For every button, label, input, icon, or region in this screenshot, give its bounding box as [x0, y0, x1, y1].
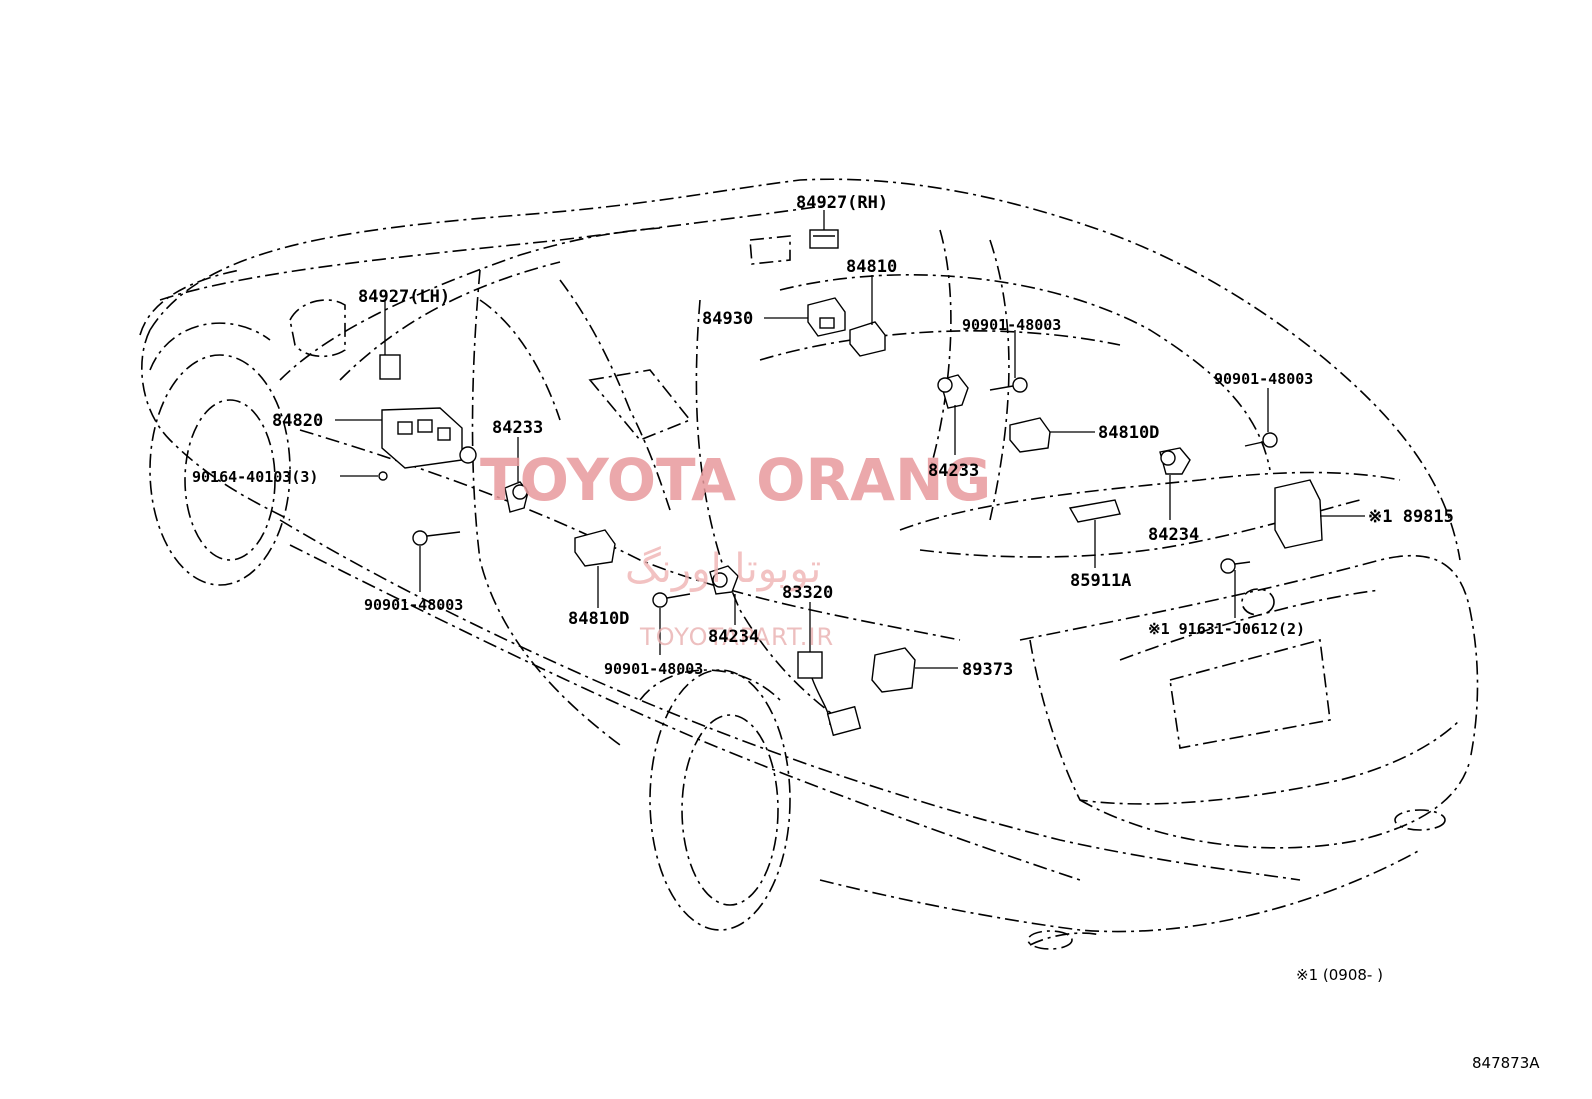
part-85911a [1068, 499, 1121, 523]
callout-84810d-left: 84810D [568, 609, 629, 629]
callout-90901-48003-right: 90901-48003 [962, 316, 1061, 334]
part-84810d-left [574, 529, 616, 567]
part-84810 [849, 321, 886, 357]
part-84233-right [937, 374, 969, 409]
callout-84810d-right: 84810D [1098, 423, 1159, 443]
leader-lines [335, 210, 1365, 669]
callout-91631-j0612: ※1 91631-J0612(2) [1148, 620, 1305, 638]
callout-90901-48003-left: 90901-48003 [364, 596, 463, 614]
part-90901-bolt-left [412, 530, 461, 546]
watermark-persian: تویوتا اورنگ [625, 546, 821, 592]
callout-90901-48003-lower: 90901-48003 [604, 660, 703, 678]
car-body-outline [139, 178, 1479, 950]
callout-84233-left: 84233 [492, 418, 543, 438]
part-84234-right [1159, 447, 1191, 475]
callout-84233-right: 84233 [928, 461, 979, 481]
part-90901-bolt-rear [1244, 432, 1278, 448]
callout-84810: 84810 [846, 257, 897, 277]
part-90901-bolt-right [989, 377, 1028, 393]
callout-84820: 84820 [272, 411, 323, 431]
callout-85911a: 85911A [1070, 571, 1131, 591]
part-84930 [807, 297, 846, 337]
part-84234-left [709, 565, 739, 595]
callout-83320: 83320 [782, 583, 833, 603]
callout-84234-left: 84234 [708, 627, 759, 647]
parts-group [378, 229, 1323, 737]
callout-89373: 89373 [962, 660, 1013, 680]
watermark: TOYOTA ORANG تویوتا اورنگ TOYOTAPART.IR [480, 446, 991, 651]
callout-89815: ※1 89815 [1368, 507, 1454, 527]
part-84810d-right [1009, 417, 1051, 453]
part-91631-bolt [1220, 558, 1251, 574]
part-90901-bolt-lower [652, 592, 691, 608]
part-83320 [797, 651, 862, 737]
callout-84927-lh: 84927(LH) [358, 287, 450, 307]
callout-90164-40103: 90164-40103(3) [192, 468, 318, 486]
callout-84234-right: 84234 [1148, 525, 1199, 545]
part-89373 [871, 647, 916, 693]
diagram-code: 847873A [1472, 1054, 1540, 1072]
callout-84927-rh: 84927(RH) [796, 193, 888, 213]
part-84927-lh [379, 354, 401, 380]
watermark-site: TOYOTAPART.IR [639, 623, 834, 651]
callout-84930: 84930 [702, 309, 753, 329]
callout-90901-48003-rear: 90901-48003 [1214, 370, 1313, 388]
watermark-brand: TOYOTA ORANG [480, 446, 991, 514]
part-89815 [1274, 479, 1323, 549]
callout-labels: 84927(RH) 84810 84927(LH) 84930 90901-48… [192, 193, 1454, 680]
part-84927-rh [809, 229, 839, 249]
part-90164-screw [378, 471, 388, 481]
footnote: ※1 (0908- ) [1296, 966, 1383, 984]
